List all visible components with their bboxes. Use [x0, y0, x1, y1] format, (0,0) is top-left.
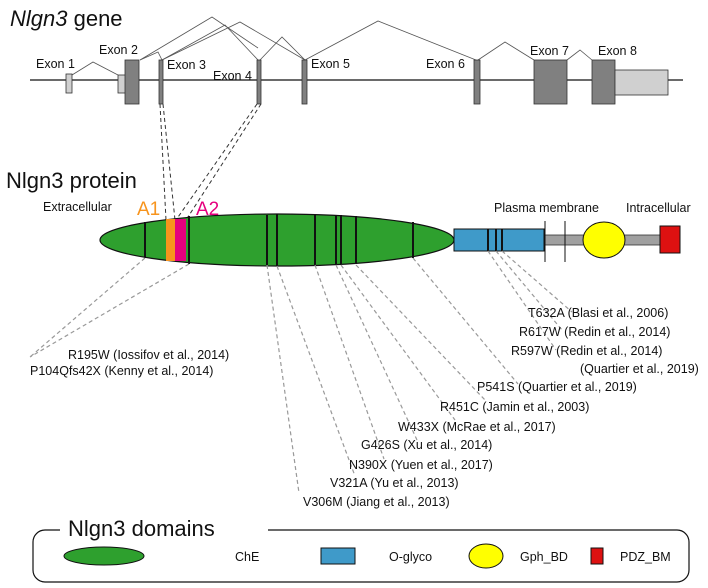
mutation-g426s: G426S (Xu et al., 2014): [361, 438, 492, 452]
a1-label: A1: [137, 199, 160, 220]
exon-3-label: Exon 3: [167, 58, 206, 72]
gene-title: Nlgn3 gene: [10, 6, 123, 31]
splice-arc-4-5: [259, 36, 306, 61]
legend-title-mask: [60, 516, 268, 542]
exon-6-label: Exon 6: [426, 57, 465, 71]
legend: Nlgn3 domains ChE O-glyco Gph_BD PDZ_BM: [32, 516, 690, 583]
exon-8-label: Exon 8: [598, 44, 637, 58]
legend-o-glyco-swatch: [320, 547, 356, 565]
leader-v321: [276, 265, 356, 477]
leader-r597: [487, 250, 557, 351]
exon4-connector-right: [185, 103, 262, 221]
exon-4-label: Exon 4: [213, 69, 252, 83]
protein-title: Nlgn3 protein: [6, 168, 137, 193]
mutation-labels: R195W (Iossifov et al., 2014) P104Qfs42X…: [30, 306, 699, 509]
mutation-r597w: R597W (Redin et al., 2014): [511, 344, 662, 358]
mutation-p104qfs42x: P104Qfs42X (Kenny et al., 2014): [30, 364, 213, 378]
exon-2-box: [124, 59, 140, 105]
leader-v306: [266, 264, 300, 494]
exon-to-domain-connectors: [159, 103, 262, 221]
legend-che-swatch: [63, 546, 145, 566]
o-glyco-domain: [453, 228, 545, 252]
exon-5-box: [301, 59, 308, 105]
exon-1-box: [65, 73, 73, 94]
leader-w433: [340, 264, 456, 421]
exon-3-box: [158, 59, 164, 105]
exon-8-box: [591, 59, 616, 105]
che-mutation-ticks: [144, 214, 414, 266]
mutation-r195w: R195W (Iossifov et al., 2014): [68, 348, 229, 362]
splice-arc-3-5: [161, 21, 306, 61]
o-glyco-mutation-ticks: [487, 229, 503, 251]
exon-1-label: Exon 1: [36, 57, 75, 71]
leader-r451: [355, 264, 486, 401]
a1-insert: [166, 219, 175, 261]
a2-insert: [175, 219, 186, 261]
plasma-membrane-label: Plasma membrane: [494, 201, 599, 215]
legend-o-glyco-label: O-glyco: [389, 550, 432, 564]
intracellular-label: Intracellular: [626, 201, 691, 215]
exon-7-label: Exon 7: [530, 44, 569, 58]
mutation-v306m: V306M (Jiang et al., 2013): [303, 495, 450, 509]
legend-gph-bd-label: Gph_BD: [520, 550, 568, 564]
splice-arc-2-4: [139, 16, 259, 61]
mutation-r617w: R617W (Redin et al., 2014): [519, 325, 670, 339]
legend-gph-bd-swatch: [468, 543, 504, 569]
gene-title-suffix: gene: [67, 6, 122, 31]
legend-pdz-bm-label: PDZ_BM: [620, 550, 671, 564]
legend-che-label: ChE: [235, 550, 259, 564]
splice-arc-5-6: [304, 20, 477, 61]
mutation-n390x: N390X (Yuen et al., 2017): [349, 458, 493, 472]
leader-p104: [29, 257, 146, 358]
splice-arc-6-7: [477, 41, 535, 61]
mutation-leaders: [29, 250, 573, 494]
exon-4-box: [256, 59, 262, 105]
leader-r617: [495, 250, 563, 331]
mutation-t632a: T632A (Blasi et al., 2006): [528, 306, 668, 320]
exon-8-utr: [614, 69, 669, 96]
legend-pdz-bm-swatch: [590, 547, 604, 565]
exon-5-label: Exon 5: [311, 57, 350, 71]
exon-7-box: [533, 59, 568, 105]
a2-label: A2: [196, 199, 219, 220]
pdz-bm-domain: [659, 225, 681, 254]
splice-arc-1-2: [71, 61, 119, 76]
leader-n390: [314, 264, 385, 460]
mutation-r451c: R451C (Jamin et al., 2003): [440, 400, 589, 414]
mutation-r597w-ref2: (Quartier et al., 2019): [580, 362, 699, 376]
leader-p541: [412, 257, 519, 385]
exon4-connector-left: [175, 103, 258, 221]
mutation-v321a: V321A (Yu et al., 2013): [330, 476, 459, 490]
leader-r195: [29, 263, 190, 358]
legend-title: Nlgn3 domains: [68, 516, 215, 541]
legend-box: [32, 529, 690, 583]
mutation-p541s: P541S (Quartier et al., 2019): [477, 380, 637, 394]
exon-2-label: Exon 2: [99, 43, 138, 57]
splice-arc-2-3: [139, 51, 163, 61]
gene-title-italic: Nlgn3: [10, 6, 68, 31]
exon3-connector-right: [162, 103, 176, 221]
splice-arcs: [71, 16, 593, 76]
extracellular-label: Extracellular: [43, 200, 112, 214]
cyto-linker: [621, 234, 661, 246]
splice-arc-3-4: [161, 24, 259, 61]
exons: [65, 59, 669, 105]
splice-arc-7-8: [566, 49, 593, 61]
mutation-w433x: W433X (McRae et al., 2017): [398, 420, 556, 434]
leader-t632: [501, 250, 573, 313]
exon3-connector-left: [159, 103, 167, 221]
exon-6-box: [473, 59, 481, 105]
gph-bd-domain: [582, 221, 626, 259]
